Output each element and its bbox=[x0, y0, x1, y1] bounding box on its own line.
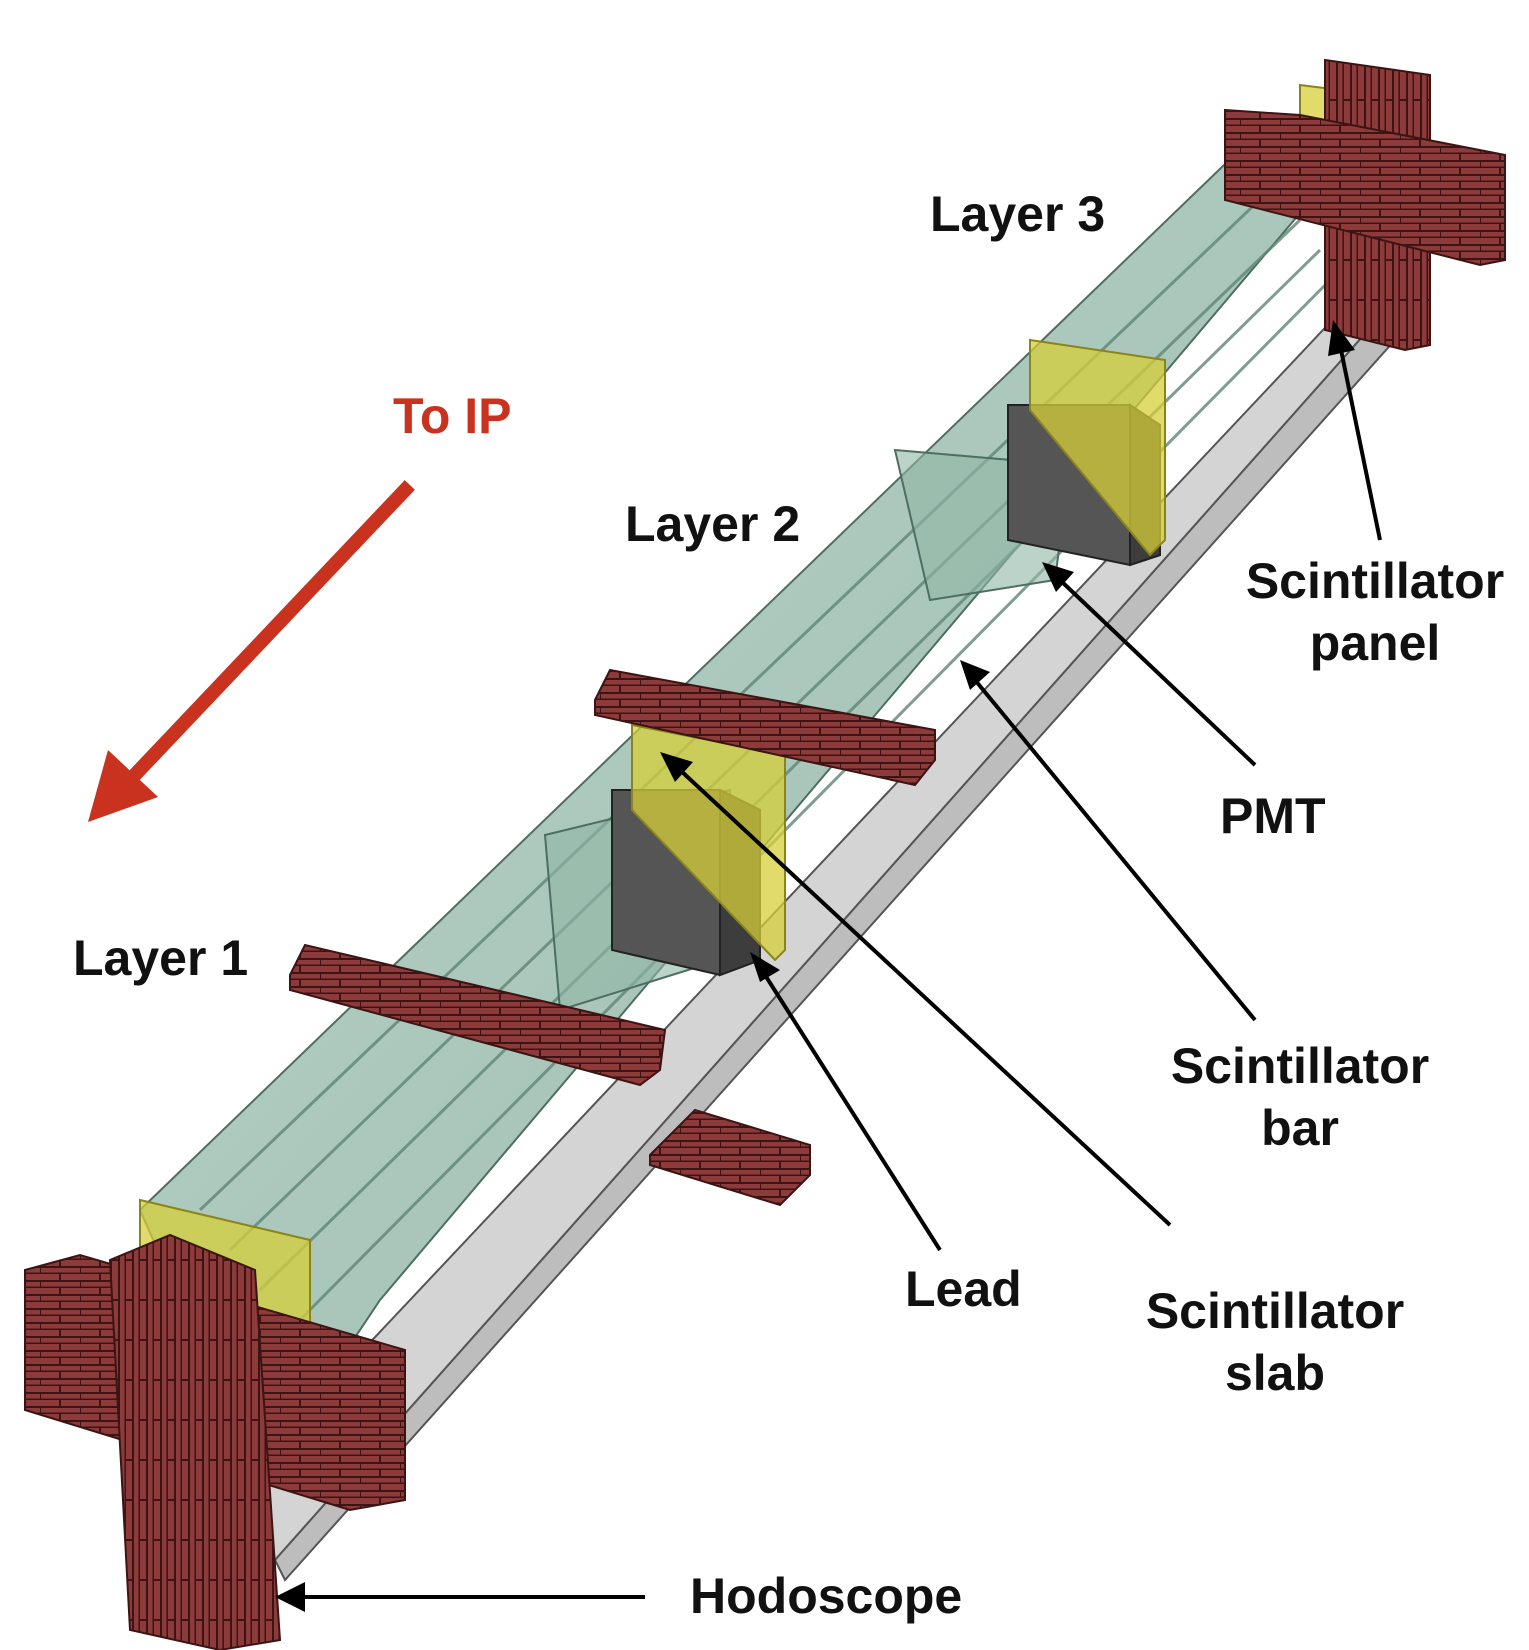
pmt-arrowhead bbox=[1042, 562, 1074, 592]
base-frame bbox=[248, 278, 1397, 1582]
to-ip-label: To IP bbox=[393, 388, 512, 444]
scintillator-slab-label: Scintillator slab bbox=[1130, 1280, 1420, 1404]
scintillator-slab-pointer bbox=[678, 768, 1172, 1227]
hodoscope-bars bbox=[24, 58, 1506, 1650]
lead-label: Lead bbox=[905, 1261, 1022, 1317]
pmt-pointer bbox=[1058, 578, 1257, 767]
layer-1-label: Layer 1 bbox=[73, 930, 249, 986]
scintillator-slab-label-line1: Scintillator bbox=[1145, 1283, 1405, 1339]
hodoscope-label: Hodoscope bbox=[690, 1568, 963, 1624]
scintillator-bar-label-line2: bar bbox=[1261, 1100, 1339, 1156]
pointer-arrows bbox=[275, 320, 1382, 1612]
scintillator-panel-pointer bbox=[1338, 344, 1382, 541]
scintillator-bar-label-line1: Scintillator bbox=[1170, 1038, 1430, 1094]
to-ip-arrow bbox=[88, 480, 415, 822]
scintillator-panel-label-line2: panel bbox=[1309, 615, 1441, 671]
layer-2-label: Layer 2 bbox=[625, 496, 801, 552]
hodoscope-arrowhead bbox=[275, 1582, 305, 1612]
scintillator-slab-label-line2: slab bbox=[1224, 1345, 1326, 1401]
pmt-label: PMT bbox=[1220, 788, 1326, 844]
scintillator-bar-pointer bbox=[973, 678, 1257, 1022]
scintillator-bar-label: Scintillator bar bbox=[1155, 1035, 1445, 1159]
scintillator-slab-arrowhead bbox=[660, 752, 693, 782]
lead-pointer bbox=[763, 973, 942, 1252]
scintillator-panel-label: Scintillator panel bbox=[1230, 550, 1520, 674]
scintillator-bar-arrowhead bbox=[960, 660, 990, 690]
scintillator-panel-arrowhead bbox=[1328, 320, 1355, 356]
layer-3-label: Layer 3 bbox=[930, 186, 1106, 242]
scintillator-panel-label-line1: Scintillator bbox=[1245, 553, 1505, 609]
lead-arrowhead bbox=[750, 952, 780, 982]
